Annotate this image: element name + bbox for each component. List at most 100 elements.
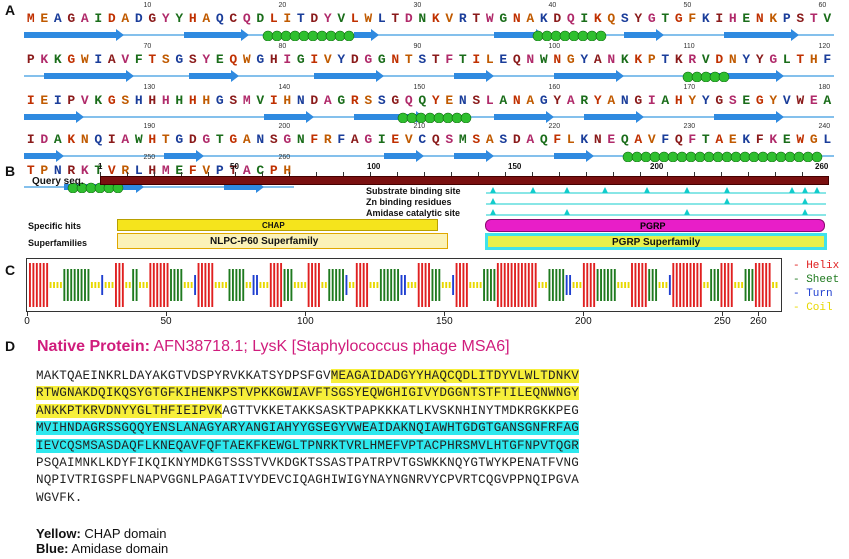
residue: S — [728, 93, 737, 108]
residue: A — [607, 93, 616, 108]
residue: G — [364, 132, 373, 147]
residue: T — [161, 132, 170, 147]
native-protein-title-bold: Native Protein: — [37, 338, 150, 355]
residue: N — [607, 52, 616, 67]
residue: Y — [553, 93, 562, 108]
residue: N — [256, 132, 265, 147]
position-number: 110 — [683, 43, 695, 50]
residue: L — [485, 52, 494, 67]
position-number: 160 — [548, 84, 561, 91]
panel-label-c: C — [5, 262, 16, 278]
secondary-structure-track — [24, 29, 834, 41]
residue: F — [661, 132, 670, 147]
position-number: 130 — [143, 84, 156, 91]
sequence-segment: PSQAIMNKLKDYFIKQIKNYMDKGTSSSTVVKDGKTSSAS… — [36, 456, 580, 470]
residue: G — [283, 132, 292, 147]
strand-arrow — [624, 29, 664, 41]
helix-bar — [507, 263, 510, 307]
residue: D — [134, 11, 143, 26]
helix-coil — [586, 30, 598, 41]
helix-bar — [754, 263, 757, 307]
helix-bar — [459, 263, 461, 307]
residue: W — [364, 11, 373, 26]
residue: D — [188, 132, 197, 147]
residue: D — [40, 132, 49, 147]
coil-bar — [128, 282, 131, 288]
helix-coil — [424, 112, 436, 123]
sheet-bar — [610, 269, 613, 301]
helix-coil — [442, 112, 454, 123]
protein-sequence-line: IEVCQSMSASDAQFLKNEQAVFQFTAEKFKEWGLTPNRKT… — [36, 438, 580, 456]
amidase-domain-segment: IEVCQSMSASDAQFLKNEQAVFQFTAEKFKEWGLTPNRKT… — [36, 438, 580, 453]
helix-bar — [672, 263, 675, 307]
residue: G — [634, 93, 643, 108]
residue: Y — [701, 93, 710, 108]
position-number: 220 — [548, 123, 561, 130]
residue: P — [67, 93, 76, 108]
coil-bar — [97, 282, 100, 288]
sheet-bar — [73, 269, 76, 301]
sheet-bar — [493, 269, 496, 301]
helix-bar — [679, 263, 682, 307]
strand-arrow — [24, 111, 84, 123]
position-number: 170 — [683, 84, 696, 91]
sheet-bar — [548, 269, 551, 301]
residue: K — [80, 163, 89, 178]
residue: H — [148, 163, 157, 178]
helix-bar — [503, 263, 506, 307]
helix-bar — [32, 263, 35, 307]
zn-binding-residues-label: Zn binding residues — [366, 197, 452, 207]
residue: T — [809, 11, 818, 26]
sheet-bar — [596, 269, 599, 301]
helix-bar — [593, 263, 596, 307]
residue: D — [715, 52, 724, 67]
helix-coil — [718, 71, 730, 82]
helix-coil — [460, 112, 472, 123]
residue: N — [593, 132, 602, 147]
position-number: 190 — [143, 123, 156, 130]
residue: K — [40, 52, 49, 67]
coil-bar — [139, 282, 141, 288]
residue: H — [161, 93, 170, 108]
residue: C — [418, 132, 427, 147]
helix-coil — [397, 112, 409, 123]
residue: M — [458, 132, 467, 147]
native-protein-title: Native Protein: AFN38718.1; LysK [Staphy… — [37, 338, 510, 356]
sheet-bar — [235, 269, 238, 301]
coil-bar — [49, 282, 52, 288]
residue: V — [202, 163, 211, 178]
residue: S — [472, 93, 481, 108]
coil-bar — [772, 282, 775, 288]
residue: T — [472, 11, 481, 26]
secondary-structure-track — [24, 150, 834, 162]
coil-bar — [293, 282, 296, 288]
turn-bar — [194, 275, 197, 295]
legend-sheet-label: Sheet — [806, 274, 840, 286]
structure-plot-frame — [26, 258, 782, 312]
helix-bar — [534, 263, 537, 307]
residue: Q — [94, 132, 103, 147]
residue: H — [269, 52, 278, 67]
residue: V — [256, 93, 265, 108]
strand-arrow — [454, 70, 494, 82]
sheet-bar — [397, 269, 400, 301]
position-number: 120 — [818, 43, 831, 50]
residue: Q — [674, 132, 683, 147]
chap-domain-segment: MEAGAIDADGYYHAQCQDLITDYVLWLTDNKV — [330, 369, 580, 383]
helix-bar — [462, 263, 465, 307]
residue: E — [40, 11, 49, 26]
axis-tick-mark — [444, 312, 445, 316]
query-tick-50: 50 — [230, 162, 239, 171]
residue: G — [364, 52, 373, 67]
position-number: 100 — [548, 43, 561, 50]
residue: T — [404, 52, 413, 67]
helix-bar — [689, 263, 692, 307]
secondary-structure-track — [24, 111, 834, 123]
sheet-bar — [338, 269, 341, 301]
sheet-bar — [558, 269, 561, 301]
residue: E — [215, 52, 224, 67]
residue: E — [782, 132, 791, 147]
